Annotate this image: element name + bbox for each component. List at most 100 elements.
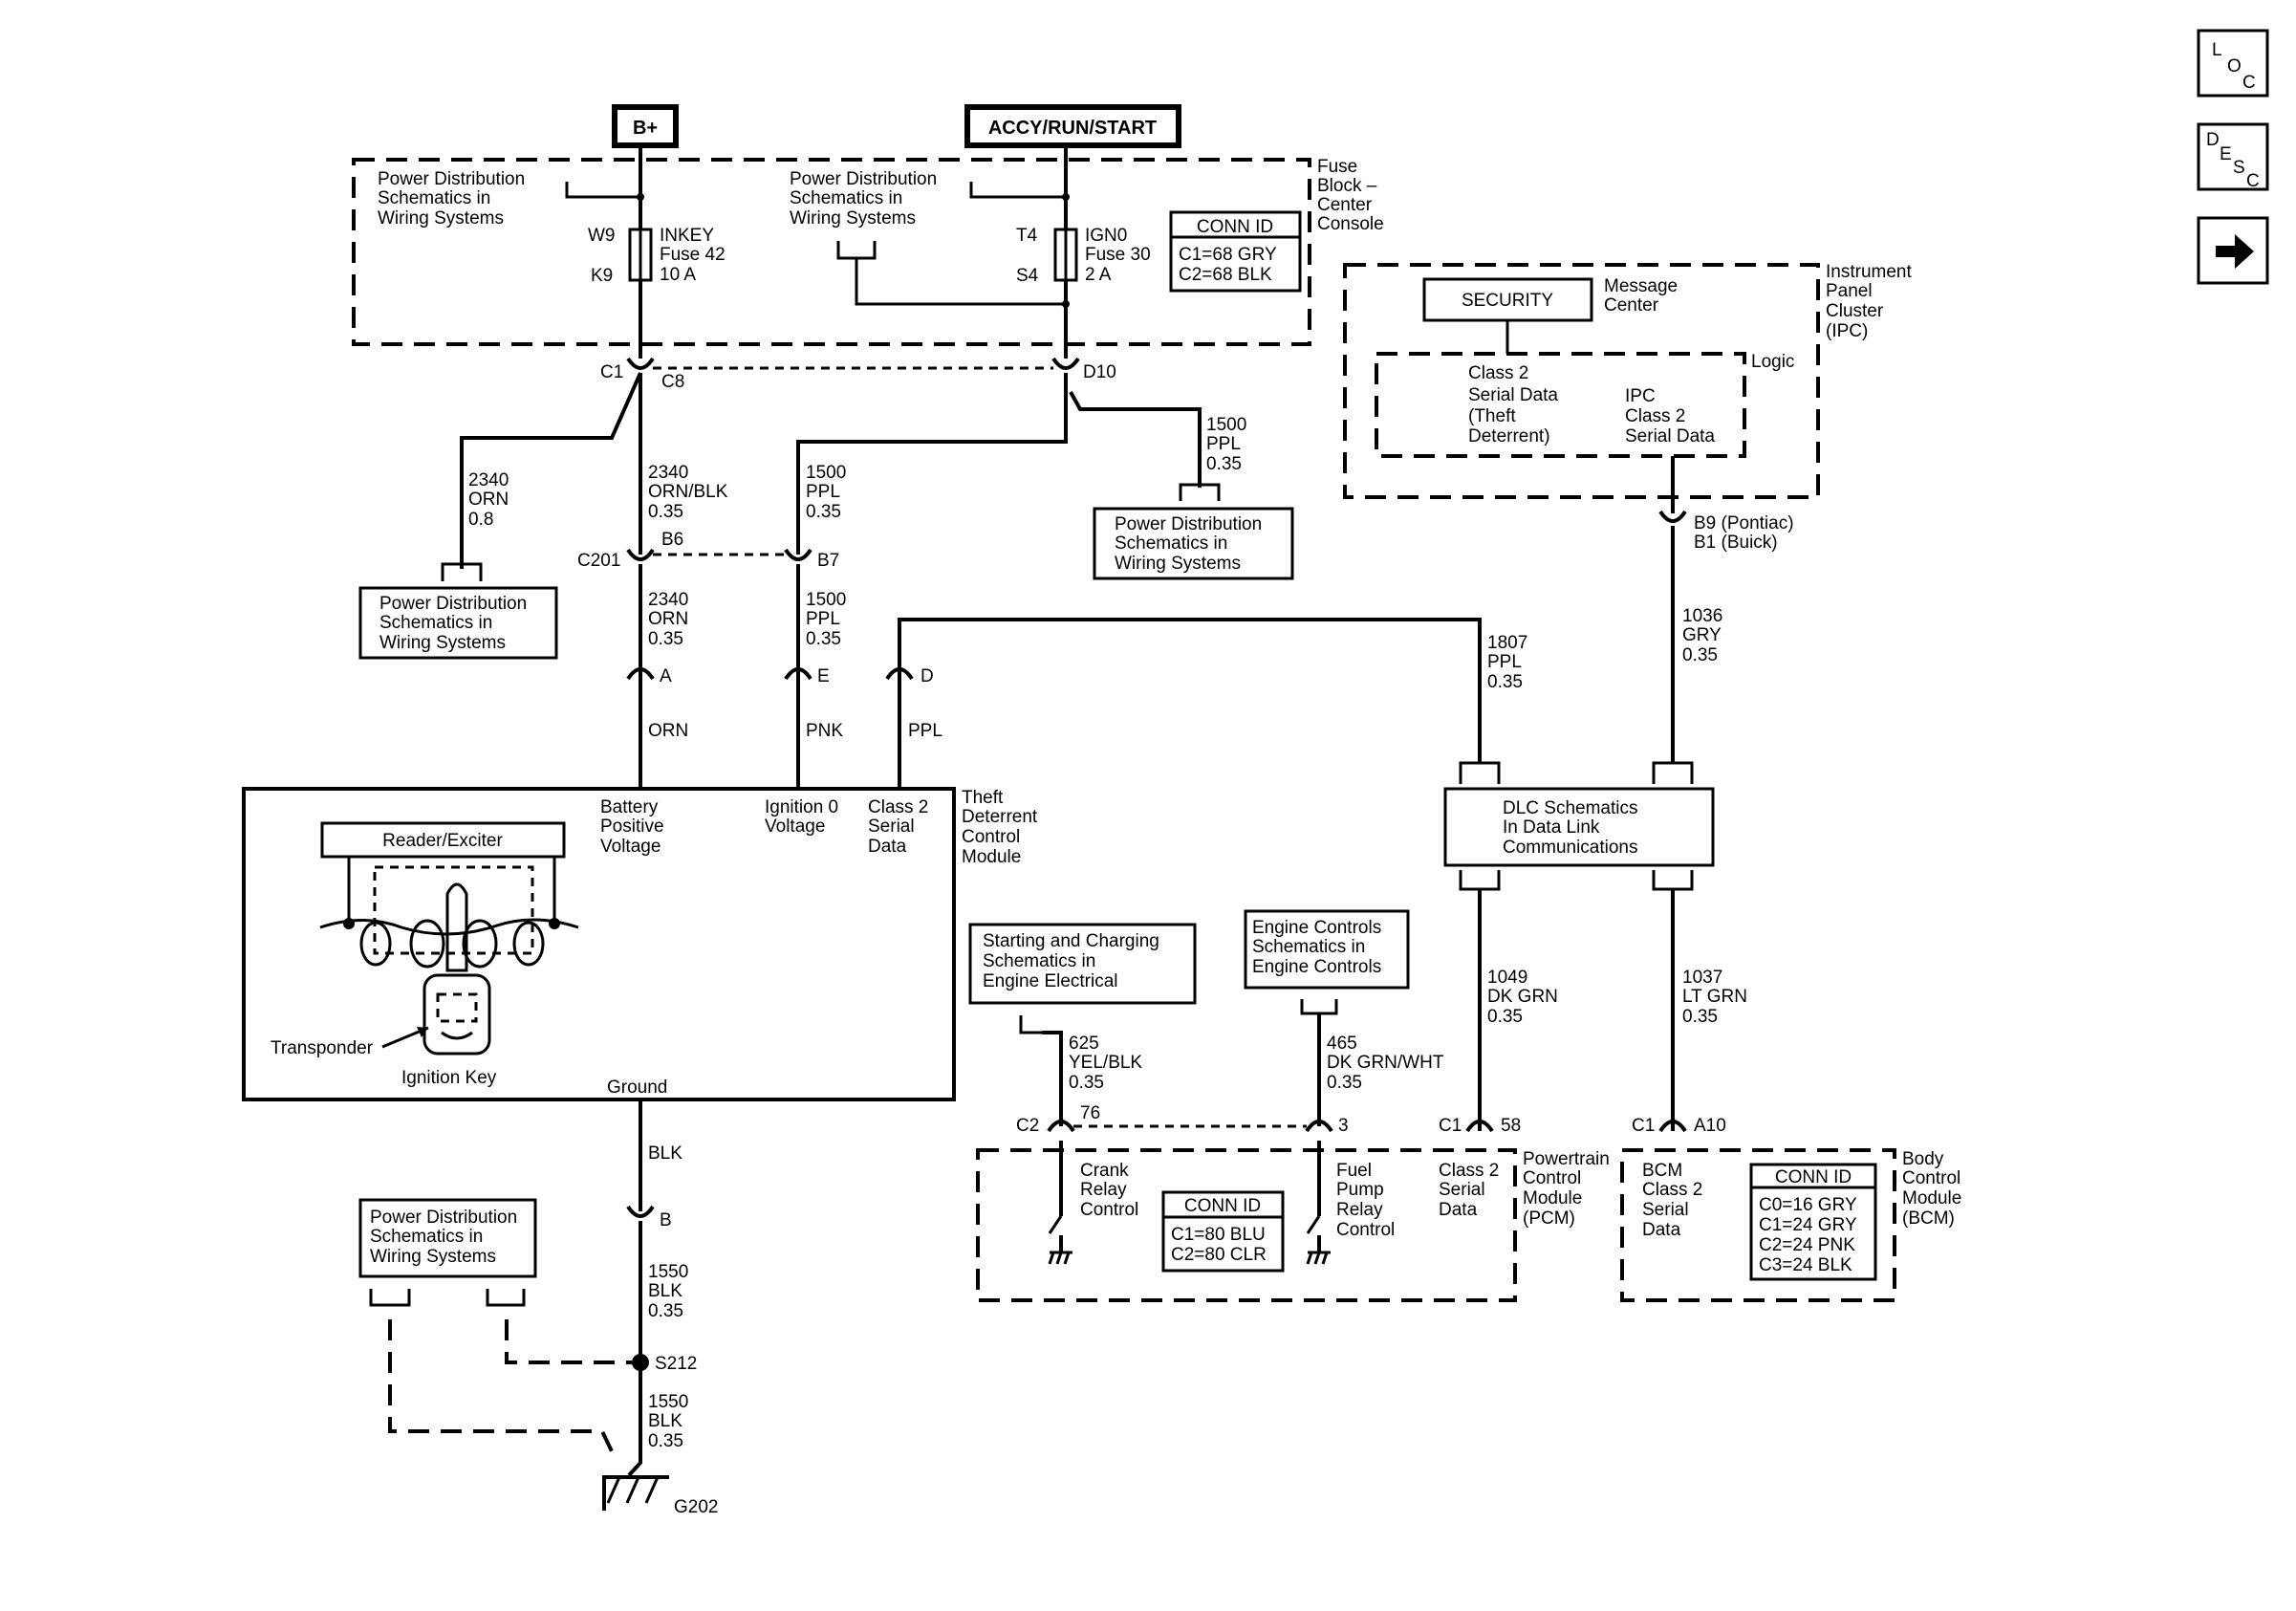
svg-text:2 A: 2 A — [1085, 265, 1112, 285]
svg-text:0.35: 0.35 — [648, 502, 683, 522]
svg-text:PPL: PPL — [1206, 434, 1241, 454]
svg-text:Power Distribution: Power Distribution — [1115, 514, 1262, 534]
fuse-pds-left: Power Distribution Schematics in Wiring … — [378, 169, 525, 229]
wire-1500-ppl-b-label: 1500 PPL 0.35 — [1206, 415, 1246, 474]
svg-text:CONN ID: CONN ID — [1775, 1167, 1852, 1187]
svg-text:C2: C2 — [1016, 1116, 1039, 1136]
svg-text:Fuse 42: Fuse 42 — [660, 245, 726, 265]
bplus-source — [612, 104, 679, 148]
pds-box-bottom — [358, 1198, 537, 1278]
svg-text:Transponder: Transponder — [271, 1038, 374, 1058]
svg-text:Wiring Systems: Wiring Systems — [379, 633, 506, 653]
wire-1500-ppl-c-label: 1500 PPL 0.35 — [806, 590, 846, 649]
fuse-block-conn-id: CONN ID C1=68 GRY C2=68 BLK — [1169, 210, 1302, 293]
svg-text:YEL/BLK: YEL/BLK — [1069, 1053, 1142, 1073]
loc-button[interactable]: L O C — [2197, 29, 2269, 98]
svg-text:Crank: Crank — [1080, 1161, 1129, 1181]
svg-text:ORN: ORN — [468, 490, 509, 510]
svg-text:Power Distribution: Power Distribution — [379, 594, 527, 614]
svg-text:G202: G202 — [674, 1497, 718, 1517]
svg-text:Module: Module — [962, 847, 1021, 867]
svg-text:Power Distribution: Power Distribution — [790, 169, 937, 189]
next-arrow-button[interactable] — [2197, 216, 2269, 285]
svg-text:Schematics in: Schematics in — [1115, 533, 1227, 554]
svg-text:Relay: Relay — [1336, 1200, 1383, 1220]
svg-text:C201: C201 — [577, 551, 620, 571]
svg-text:Class 2: Class 2 — [1642, 1180, 1702, 1200]
svg-text:C3=24 BLK: C3=24 BLK — [1759, 1255, 1852, 1275]
svg-text:O: O — [2227, 56, 2242, 76]
svg-text:C: C — [2242, 73, 2256, 93]
fuse-block-label: Fuse Block – Center Console — [1317, 157, 1384, 234]
svg-text:1807: 1807 — [1487, 633, 1527, 653]
wire-1550-b-label: 1550 BLK 0.35 — [648, 1392, 688, 1451]
svg-text:0.35: 0.35 — [648, 629, 683, 649]
wire-1049-label: 1049 DK GRN 0.35 — [1487, 968, 1558, 1027]
svg-text:Control: Control — [1523, 1168, 1581, 1188]
svg-text:S4: S4 — [1016, 266, 1039, 286]
svg-text:INKEY: INKEY — [660, 226, 714, 246]
svg-text:B1 (Buick): B1 (Buick) — [1694, 533, 1778, 553]
svg-text:Serial: Serial — [868, 816, 915, 837]
svg-text:Deterrent: Deterrent — [962, 807, 1038, 827]
svg-text:1036: 1036 — [1682, 606, 1722, 626]
svg-text:(IPC): (IPC) — [1826, 321, 1868, 341]
svg-text:DK GRN: DK GRN — [1487, 987, 1558, 1007]
svg-text:1550: 1550 — [648, 1262, 688, 1282]
svg-text:Ignition 0: Ignition 0 — [765, 797, 838, 817]
svg-text:Module: Module — [1523, 1188, 1582, 1208]
svg-text:GRY: GRY — [1682, 625, 1722, 645]
svg-text:E: E — [2220, 144, 2232, 164]
svg-text:A: A — [660, 666, 672, 686]
svg-text:C8: C8 — [661, 372, 684, 392]
svg-text:Wiring Systems: Wiring Systems — [378, 208, 504, 229]
svg-text:(PCM): (PCM) — [1523, 1208, 1575, 1229]
svg-text:Positive: Positive — [600, 816, 664, 837]
svg-text:Relay: Relay — [1080, 1180, 1127, 1200]
svg-text:Battery: Battery — [600, 797, 659, 817]
wire-465-label: 465 DK GRN/WHT 0.35 — [1327, 1034, 1444, 1093]
svg-text:Data: Data — [1439, 1200, 1478, 1220]
svg-text:Control: Control — [1336, 1220, 1395, 1240]
svg-text:1037: 1037 — [1682, 968, 1722, 988]
starting-charging-box — [968, 923, 1197, 1005]
svg-text:T4: T4 — [1016, 226, 1038, 246]
svg-text:DK GRN/WHT: DK GRN/WHT — [1327, 1053, 1444, 1073]
svg-text:1500: 1500 — [806, 590, 846, 610]
svg-text:C0=16 GRY: C0=16 GRY — [1759, 1195, 1857, 1215]
svg-text:Serial: Serial — [1439, 1180, 1485, 1200]
svg-text:2340: 2340 — [468, 470, 509, 490]
svg-text:C1=68 GRY: C1=68 GRY — [1179, 245, 1277, 265]
svg-text:PPL: PPL — [1487, 652, 1522, 672]
svg-text:Communications: Communications — [1503, 838, 1638, 858]
svg-text:C1: C1 — [1632, 1116, 1655, 1136]
svg-text:BLK: BLK — [648, 1143, 682, 1164]
accy-label: ACCY/RUN/START — [988, 118, 1157, 139]
svg-text:PPL: PPL — [806, 609, 840, 629]
fuse-block-boundary — [352, 158, 1311, 346]
svg-text:Voltage: Voltage — [765, 816, 825, 837]
svg-text:10 A: 10 A — [660, 265, 696, 285]
svg-text:PNK: PNK — [806, 721, 843, 741]
desc-button[interactable]: D E S C — [2197, 122, 2269, 191]
svg-text:Module: Module — [1902, 1188, 1961, 1208]
svg-text:D: D — [921, 666, 934, 686]
svg-text:0.35: 0.35 — [1327, 1073, 1362, 1093]
arrow-right-icon — [2216, 234, 2254, 269]
svg-text:Class 2: Class 2 — [1625, 406, 1685, 426]
svg-text:C2=24 PNK: C2=24 PNK — [1759, 1235, 1855, 1255]
svg-text:2340: 2340 — [648, 590, 688, 610]
svg-text:S212: S212 — [655, 1354, 697, 1374]
svg-text:C2=68 BLK: C2=68 BLK — [1179, 265, 1272, 285]
reader-exciter — [320, 821, 566, 859]
svg-text:In Data Link: In Data Link — [1503, 817, 1600, 838]
svg-text:Engine Electrical: Engine Electrical — [983, 971, 1118, 991]
fuse-pds-right: Power Distribution Schematics in Wiring … — [790, 169, 937, 229]
svg-text:Schematics in: Schematics in — [790, 188, 902, 208]
svg-text:B: B — [660, 1210, 672, 1230]
svg-text:C: C — [2246, 171, 2260, 191]
svg-text:Fuel: Fuel — [1336, 1161, 1372, 1181]
svg-text:3: 3 — [1338, 1116, 1349, 1136]
svg-text:C1: C1 — [1439, 1116, 1462, 1136]
svg-text:1500: 1500 — [806, 463, 846, 483]
